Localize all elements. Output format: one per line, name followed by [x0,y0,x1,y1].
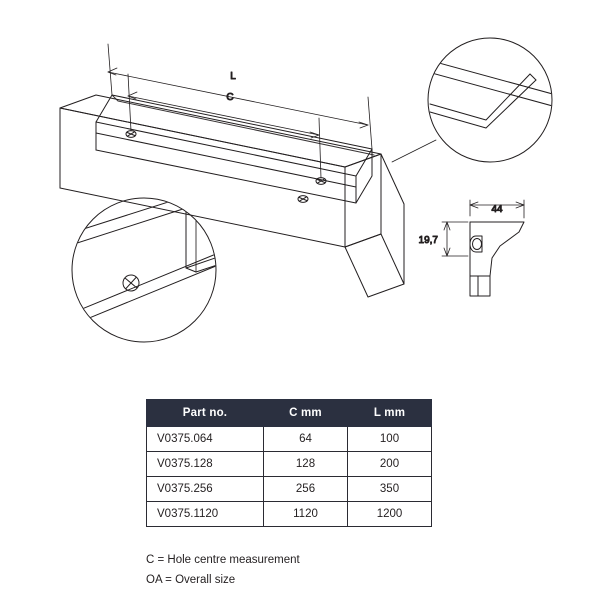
table-header-part-no: Part no. [146,399,264,427]
legend-notes: C = Hole centre measurement OA = Overall… [146,550,300,590]
cell-l-mm: 200 [347,451,432,477]
fixing-screws [125,130,327,203]
cell-l-mm: 1200 [347,501,432,527]
table-row: V0375.128 128 200 [146,451,432,477]
dimension-L [107,43,373,150]
table-row: V0375.256 256 350 [146,476,432,502]
cell-c-mm: 128 [263,451,348,477]
profile-section-view [441,199,525,297]
cell-l-mm: 350 [347,476,432,502]
label-19-7: 19,7 [419,235,439,246]
cell-part-no: V0375.064 [146,426,264,452]
profile-fixing [469,235,483,253]
note-oa-definition: OA = Overall size [146,574,236,586]
detail-view-right [391,37,553,163]
cell-c-mm: 256 [263,476,348,502]
cell-c-mm: 1120 [263,501,348,527]
cell-c-mm: 64 [263,426,348,452]
dimension-44 [469,199,525,219]
specification-table: Part no. C mm L mm V0375.064 64 100 V037… [146,399,432,527]
table-header-l-mm: L mm [347,399,432,427]
table-row: V0375.1120 1120 1200 [146,501,432,527]
handle-rail [95,94,375,204]
panel-edge-lines [344,153,405,298]
dimension-19-7 [441,221,469,257]
table-row: V0375.064 64 100 [146,426,432,452]
note-c-definition: C = Hole centre measurement [146,554,300,566]
cell-part-no: V0375.1120 [146,501,264,527]
cell-part-no: V0375.256 [146,476,264,502]
dimension-C [127,73,322,179]
cell-part-no: V0375.128 [146,451,264,477]
detail-view-left [71,197,217,343]
label-C: C [226,92,233,103]
cell-l-mm: 100 [347,426,432,452]
table-header-row: Part no. C mm L mm [146,399,432,427]
label-L: L [230,71,236,82]
product-technical-drawing: L C [59,37,553,343]
table-header-c-mm: C mm [263,399,348,427]
label-44: 44 [491,204,503,215]
